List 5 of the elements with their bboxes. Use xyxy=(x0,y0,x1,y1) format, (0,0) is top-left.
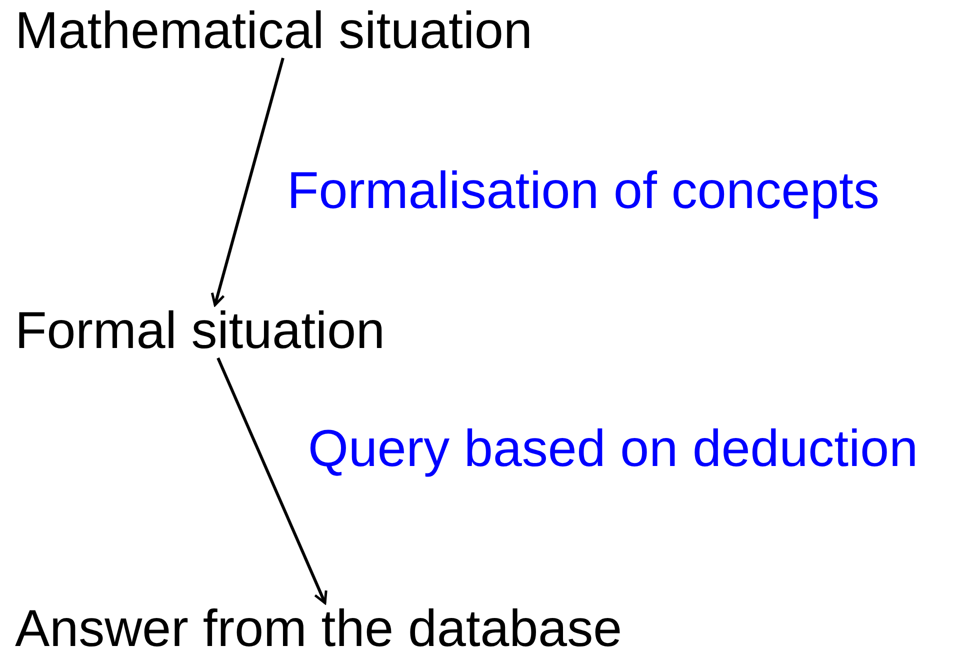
arrow xyxy=(210,58,284,306)
node-label: Formal situation xyxy=(15,305,385,357)
node-label: Answer from the database xyxy=(15,603,622,655)
node-label: Mathematical situation xyxy=(15,5,532,57)
arrow xyxy=(216,357,328,604)
